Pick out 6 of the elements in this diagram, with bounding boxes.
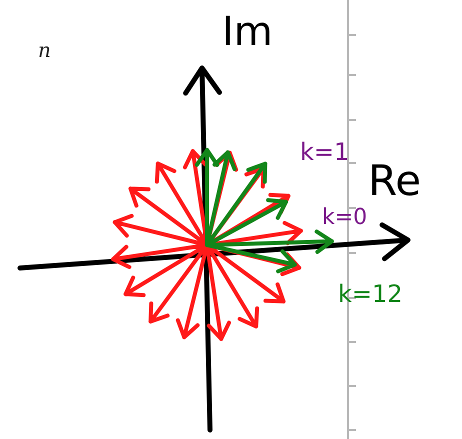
axis-label: Im: [222, 12, 273, 52]
index-label: k=12: [338, 282, 403, 306]
axis-label: Re: [368, 160, 422, 202]
index-label: k=0: [322, 207, 368, 229]
variable-label: n: [38, 40, 51, 60]
index-label: k=1: [300, 140, 350, 164]
